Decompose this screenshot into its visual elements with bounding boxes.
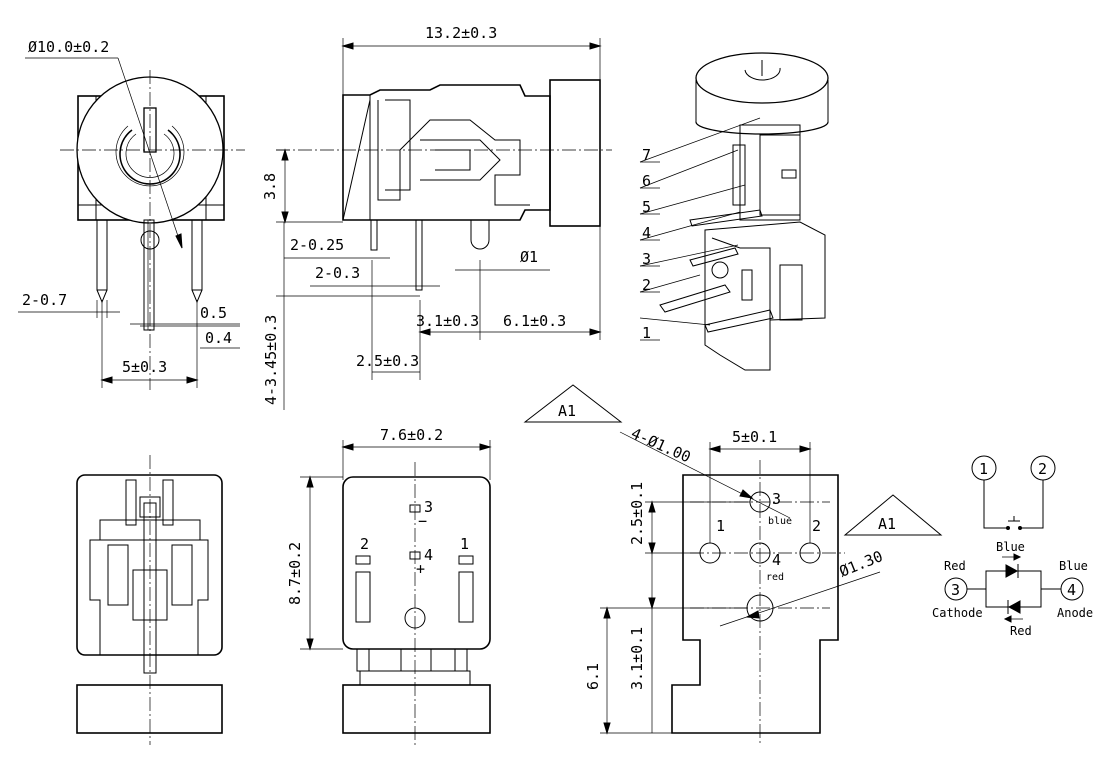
dim-3-1: 3.1±0.3	[416, 312, 479, 330]
schematic-anode: Anode	[1057, 606, 1093, 620]
a1-label-left: A1	[558, 402, 576, 420]
bottom-pin-2: 2	[360, 535, 369, 553]
dim-width-7-6: 7.6±0.2	[380, 426, 443, 444]
dim-pcb-pitch: 5±0.1	[732, 428, 777, 446]
part-label-5: 5	[642, 198, 651, 216]
dim-2-5: 2.5±0.3	[356, 352, 419, 370]
bottom-pin-1: 1	[460, 535, 469, 553]
a1-label-right: A1	[878, 515, 896, 533]
bottom-plus: +	[416, 560, 425, 578]
bottom-pin-4: 4	[424, 546, 433, 564]
bottom-view: 7.6±0.2 8.7±0.2 3 − 4 + 2 1	[286, 426, 492, 745]
dim-height-8-7: 8.7±0.2	[286, 542, 304, 605]
pcb-blue-label: blue	[768, 516, 792, 527]
part-label-3: 3	[642, 250, 651, 268]
dim-pcb-2-5: 2.5±0.1	[628, 482, 646, 545]
pcb-layout: A1 A1 5±0.1 4-Ø1.00 Ø1.30	[523, 384, 943, 745]
pcb-red-label: red	[766, 572, 784, 583]
schematic: 1 2 3 4 Red Cathode Blue Blue Anode Red	[932, 455, 1093, 638]
dim-height-3-8: 3.8	[261, 173, 279, 200]
schematic-pin-1: 1	[979, 460, 988, 478]
bottom-pin-3: 3	[424, 498, 433, 516]
exploded-view: 7 6 5 4 3 2 1	[639, 52, 829, 371]
dim-0-4: 0.4	[205, 329, 232, 347]
part-label-6: 6	[642, 172, 651, 190]
schematic-blue-right: Blue	[1059, 559, 1088, 573]
dim-pcb-3-1: 3.1±0.1	[628, 627, 646, 690]
schematic-pin-3: 3	[951, 581, 960, 599]
dim-peg-pcb: Ø1.30	[837, 547, 886, 581]
part-label-1: 1	[642, 324, 651, 342]
dim-pin-width: 2-0.7	[22, 291, 67, 309]
dim-diameter: Ø10.0±0.2	[28, 38, 109, 56]
dim-pin-length: 4-3.45±0.3	[262, 315, 280, 405]
part-label-4: 4	[642, 224, 651, 242]
front-view: Ø10.0±0.2 2-0.7 0.5 0.4 5±0.3	[18, 38, 245, 390]
dim-length: 13.2±0.3	[425, 24, 497, 42]
schematic-red-top: Red	[944, 559, 966, 573]
dim-pin-0-25: 2-0.25	[290, 236, 344, 254]
pcb-pin-3: 3	[772, 490, 781, 508]
schematic-blue-top: Blue	[996, 540, 1025, 554]
schematic-pin-2: 2	[1038, 460, 1047, 478]
side-view: 13.2±0.3 3.8 2-0.25 2-0.3 Ø1	[261, 24, 612, 410]
dim-0-5: 0.5	[200, 304, 227, 322]
dim-peg: Ø1	[520, 248, 538, 266]
schematic-cathode: Cathode	[932, 606, 983, 620]
bottom-minus: −	[418, 512, 427, 530]
pcb-pin-1: 1	[716, 517, 725, 535]
pcb-pin-4: 4	[772, 551, 781, 569]
schematic-pin-4: 4	[1067, 581, 1076, 599]
part-label-7: 7	[642, 146, 651, 164]
dim-6-1: 6.1±0.3	[503, 312, 566, 330]
pcb-pin-2: 2	[812, 517, 821, 535]
part-label-2: 2	[642, 276, 651, 294]
dim-pin-0-3: 2-0.3	[315, 264, 360, 282]
dim-pcb-6-1: 6.1	[584, 663, 602, 690]
dim-holes: 4-Ø1.00	[628, 424, 693, 466]
dim-pitch-5: 5±0.3	[122, 358, 167, 376]
schematic-red-bottom: Red	[1010, 624, 1032, 638]
rear-view	[76, 455, 223, 745]
